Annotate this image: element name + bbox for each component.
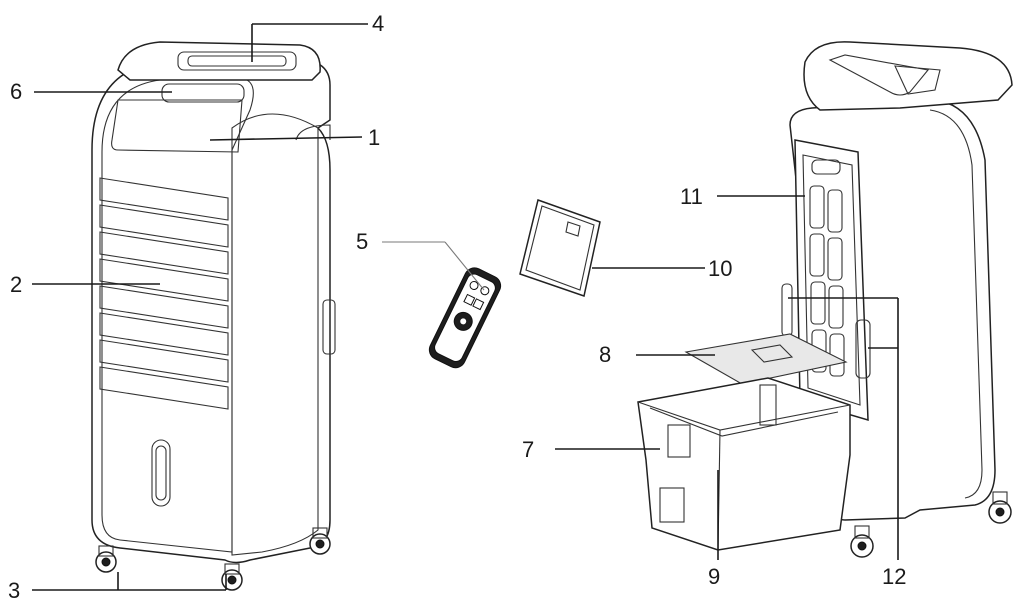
callout-labels: 1 2 3 4 5 6 7 8 9 10 11 12 <box>8 11 906 601</box>
water-tank-icon <box>637 377 851 551</box>
callout-12: 12 <box>882 564 906 589</box>
callout-3: 3 <box>8 578 20 601</box>
callout-9: 9 <box>708 564 720 589</box>
tank-lid-icon <box>684 333 848 385</box>
callout-6: 6 <box>10 79 22 104</box>
callout-1: 1 <box>368 125 380 150</box>
callout-11: 11 <box>680 184 703 209</box>
callout-5: 5 <box>356 229 368 254</box>
callout-8: 8 <box>599 342 611 367</box>
cooling-filter-icon <box>794 139 869 422</box>
callout-10: 10 <box>708 256 732 281</box>
leader-lines <box>32 23 899 591</box>
air-cooler-front-view <box>91 41 336 591</box>
louvers <box>99 177 229 410</box>
callout-7: 7 <box>522 437 534 462</box>
callout-4: 4 <box>372 11 384 36</box>
callout-2: 2 <box>10 272 22 297</box>
remote-control-icon <box>428 267 502 369</box>
casters <box>95 527 331 591</box>
ice-pack-icon <box>519 199 601 297</box>
